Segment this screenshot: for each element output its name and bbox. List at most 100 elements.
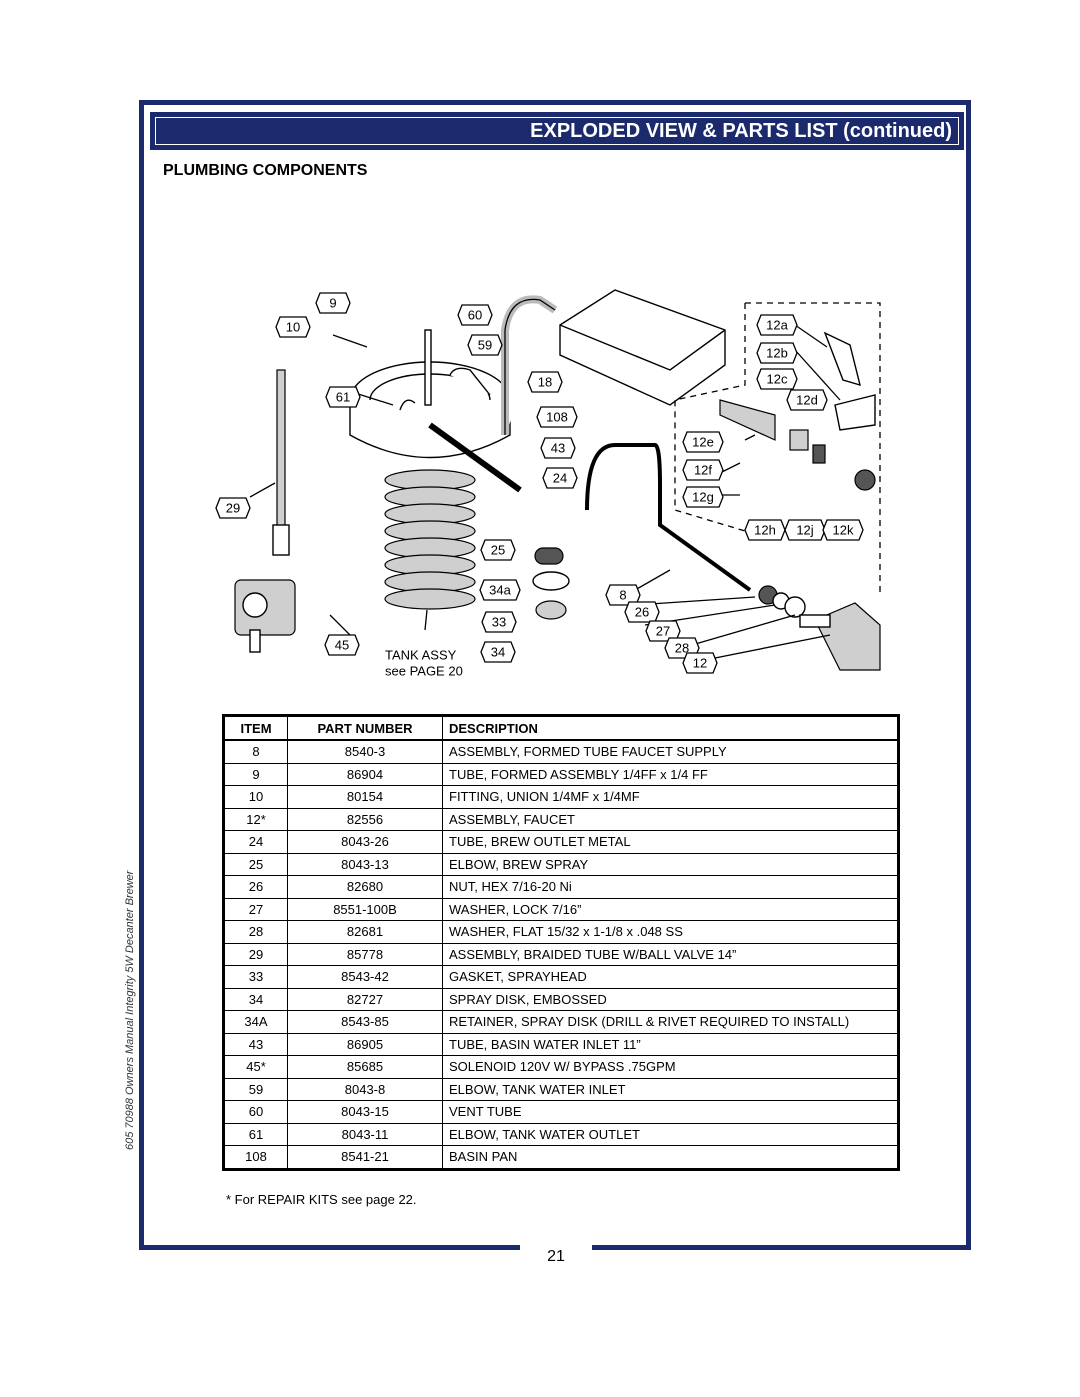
svg-text:43: 43 — [551, 441, 565, 456]
callout-18: 18 — [527, 371, 563, 393]
svg-text:108: 108 — [546, 410, 568, 425]
cell-description: BASIN PAN — [442, 1145, 899, 1169]
callout-108: 108 — [536, 406, 578, 428]
tank-assembly — [349, 329, 522, 610]
callout-34: 34 — [480, 641, 516, 663]
cell-part-number: 8543-85 — [287, 1010, 443, 1033]
svg-text:34: 34 — [491, 645, 505, 660]
svg-text:27: 27 — [656, 624, 670, 639]
cell-part-number: 82680 — [287, 875, 443, 898]
cell-description: ELBOW, TANK WATER OUTLET — [442, 1122, 899, 1146]
cell-description: ELBOW, BREW SPRAY — [442, 852, 899, 876]
cell-item: 12* — [223, 807, 288, 831]
svg-text:12a: 12a — [766, 318, 788, 333]
svg-text:8: 8 — [619, 588, 626, 603]
cell-item: 27 — [223, 897, 288, 921]
cell-part-number: 82727 — [287, 987, 443, 1011]
svg-text:45: 45 — [335, 638, 349, 653]
svg-text:59: 59 — [478, 338, 492, 353]
cell-description: WASHER, LOCK 7/16” — [442, 897, 899, 921]
callout-12g: 12g — [682, 486, 724, 508]
cell-item: 29 — [223, 942, 288, 966]
callout-10: 10 — [275, 316, 311, 338]
callout-12a: 12a — [756, 314, 798, 336]
svg-text:12h: 12h — [754, 523, 776, 538]
header-title: EXPLODED VIEW & PARTS LIST (continued) — [530, 120, 952, 142]
svg-text:24: 24 — [553, 471, 567, 486]
solenoid — [234, 579, 296, 653]
svg-text:60: 60 — [468, 308, 482, 323]
callout-8: 8 — [605, 584, 641, 606]
callout-59: 59 — [467, 334, 503, 356]
callout-29: 29 — [215, 497, 251, 519]
svg-text:61: 61 — [336, 390, 350, 405]
svg-text:12k: 12k — [833, 523, 854, 538]
cell-item: 45* — [223, 1055, 288, 1078]
cell-item: 25 — [223, 852, 288, 876]
braided-tube — [272, 369, 290, 556]
cell-part-number: 8043-13 — [287, 852, 443, 876]
svg-text:12: 12 — [693, 656, 707, 671]
svg-text:12c: 12c — [767, 372, 788, 387]
cell-part-number: 8043-8 — [287, 1077, 443, 1101]
callout-61: 61 — [325, 386, 361, 408]
cell-part-number: 80154 — [287, 785, 443, 808]
cell-part-number: 8543-42 — [287, 965, 443, 988]
cell-item: 9 — [223, 762, 288, 786]
callout-9: 9 — [315, 292, 351, 314]
exploded-view-diagram: 910605961181084324292534a333445826272812… — [215, 289, 881, 679]
svg-text:18: 18 — [538, 375, 552, 390]
callout-27: 27 — [645, 620, 681, 642]
cell-description: ASSEMBLY, BRAIDED TUBE W/BALL VALVE 14” — [442, 942, 899, 966]
col-header-part-number: PART NUMBER — [287, 715, 443, 741]
cell-description: ASSEMBLY, FORMED TUBE FAUCET SUPPLY — [442, 739, 899, 763]
cell-item: 33 — [223, 965, 288, 988]
cell-part-number: 85685 — [287, 1055, 443, 1078]
svg-text:12f: 12f — [694, 463, 712, 478]
cell-part-number: 8043-15 — [287, 1100, 443, 1123]
callout-24: 24 — [542, 467, 578, 489]
cell-description: ELBOW, TANK WATER INLET — [442, 1077, 899, 1101]
cell-description: SPRAY DISK, EMBOSSED — [442, 987, 899, 1011]
col-header-item: ITEM — [223, 715, 288, 741]
cell-part-number: 82556 — [287, 807, 443, 831]
cell-item: 8 — [223, 739, 288, 763]
cell-description: WASHER, FLAT 15/32 x 1-1/8 x .048 SS — [442, 920, 899, 943]
cell-description: TUBE, FORMED ASSEMBLY 1/4FF x 1/4 FF — [442, 762, 899, 786]
callout-34a: 34a — [479, 579, 521, 601]
cell-item: 34 — [223, 987, 288, 1011]
cell-description: VENT TUBE — [442, 1100, 899, 1123]
cell-description: FITTING, UNION 1/4MF x 1/4MF — [442, 785, 899, 808]
cell-part-number: 8043-26 — [287, 830, 443, 853]
svg-text:34a: 34a — [489, 583, 511, 598]
svg-text:9: 9 — [329, 296, 336, 311]
callout-12f: 12f — [682, 459, 724, 481]
col-header-description: DESCRIPTION — [442, 715, 899, 741]
cell-part-number: 8540-3 — [287, 739, 443, 763]
cell-item: 26 — [223, 875, 288, 898]
svg-text:28: 28 — [675, 641, 689, 656]
cell-item: 59 — [223, 1077, 288, 1101]
cell-item: 24 — [223, 830, 288, 853]
cell-part-number: 86904 — [287, 762, 443, 786]
callout-12b: 12b — [756, 342, 798, 364]
cell-description: TUBE, BASIN WATER INLET 11” — [442, 1032, 899, 1056]
side-manual-text: 605 70988 Owners Manual Integrity 5W Dec… — [124, 870, 136, 1150]
cell-part-number: 82681 — [287, 920, 443, 943]
frame-gap — [520, 1244, 592, 1258]
cell-item: 60 — [223, 1100, 288, 1123]
cell-part-number: 8043-11 — [287, 1122, 443, 1146]
cell-item: 10 — [223, 785, 288, 808]
cell-description: ASSEMBLY, FAUCET — [442, 807, 899, 831]
